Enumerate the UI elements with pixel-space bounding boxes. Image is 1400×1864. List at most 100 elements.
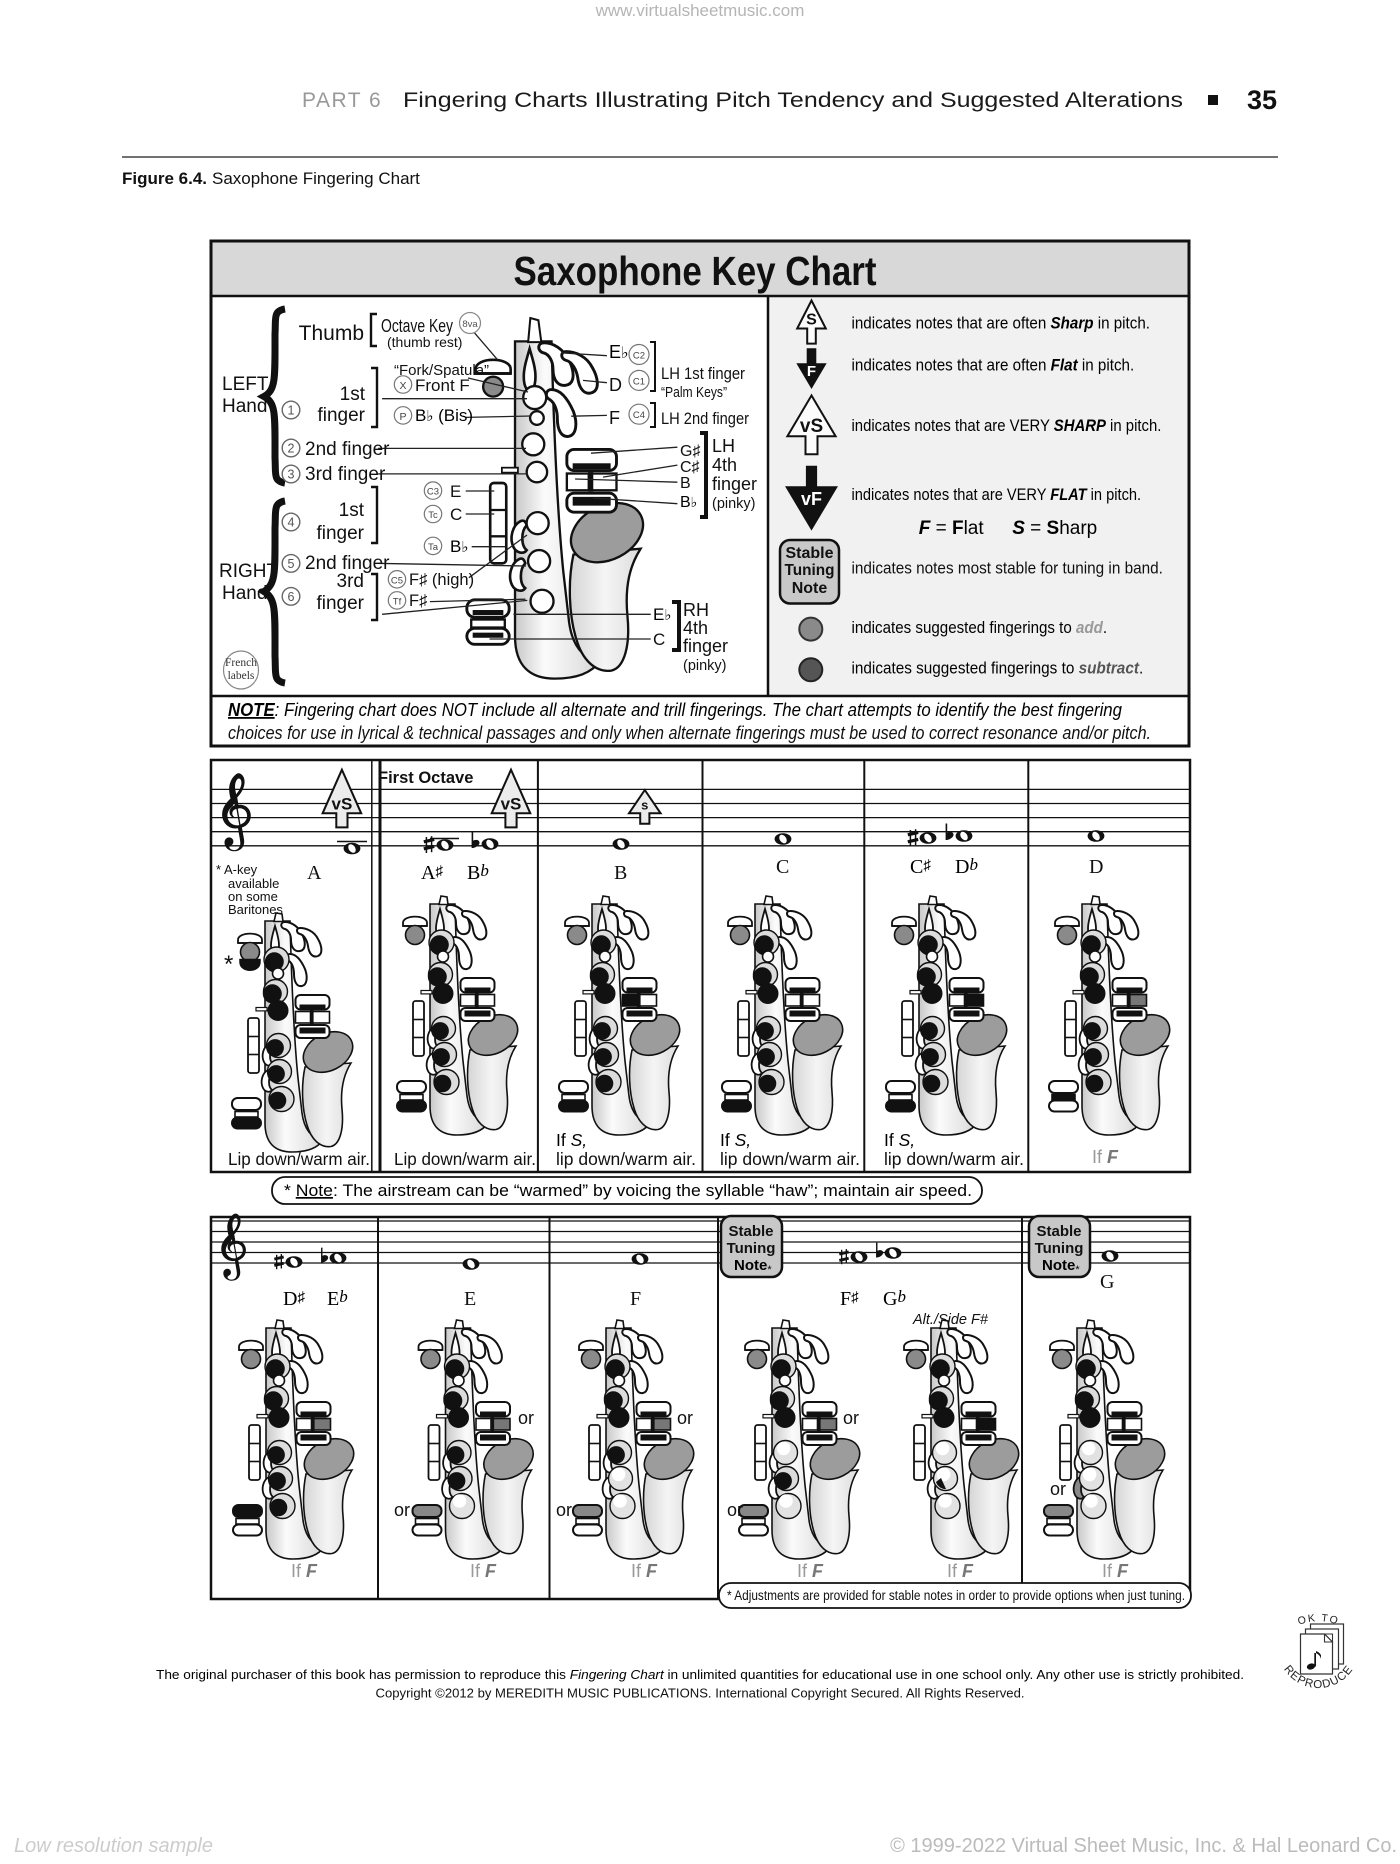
svg-text:Note*: Note* bbox=[1042, 1257, 1080, 1276]
svg-text:Eb: Eb bbox=[327, 1287, 348, 1310]
svg-text:If F: If F bbox=[631, 1561, 658, 1581]
svg-text:indicates notes that are often: indicates notes that are often Flat in p… bbox=[852, 356, 1135, 375]
svg-text:2: 2 bbox=[288, 442, 295, 456]
svg-text:S: S bbox=[806, 312, 817, 329]
svg-text:If S,: If S, bbox=[720, 1130, 751, 1150]
svg-text:indicates notes that are often: indicates notes that are often Sharp in … bbox=[852, 313, 1151, 332]
svg-text:If F: If F bbox=[947, 1561, 974, 1581]
svg-text:indicates notes that are VERY: indicates notes that are VERY SHARP in p… bbox=[852, 416, 1162, 435]
svg-text:If F: If F bbox=[797, 1561, 824, 1581]
svg-text:If F: If F bbox=[291, 1561, 318, 1581]
svg-text:labels: labels bbox=[228, 670, 255, 682]
svg-text:indicates suggested fingerings: indicates suggested fingerings to subtra… bbox=[852, 659, 1144, 678]
svg-text:choices for use in lyrical & t: choices for use in lyrical & technical p… bbox=[228, 723, 1151, 743]
svg-text:6: 6 bbox=[288, 590, 295, 604]
svg-text:lip down/warm air.: lip down/warm air. bbox=[884, 1149, 1024, 1169]
svg-text:Baritones: Baritones bbox=[228, 902, 283, 917]
svg-text:C3: C3 bbox=[427, 487, 439, 498]
svg-text:Alt./Side F#: Alt./Side F# bbox=[912, 1312, 989, 1328]
svg-text:Tuning: Tuning bbox=[727, 1240, 776, 1257]
svg-text:vS: vS bbox=[800, 416, 823, 437]
svg-text:C♯: C♯ bbox=[680, 459, 700, 476]
svg-text:Fingering Charts Illustrating: Fingering Charts Illustrating Pitch Tend… bbox=[403, 89, 1183, 112]
svg-text:finger: finger bbox=[712, 474, 757, 494]
svg-text:indicates suggested fingerings: indicates suggested fingerings to add. bbox=[852, 618, 1108, 637]
svg-text:indicates notes that are VERY: indicates notes that are VERY FLAT in pi… bbox=[852, 485, 1142, 504]
svg-text:2nd finger: 2nd finger bbox=[305, 553, 390, 574]
svg-text:First Octave: First Octave bbox=[378, 769, 473, 787]
svg-text:available: available bbox=[228, 876, 279, 891]
svg-text:Saxophone Fingering Chart: Saxophone Fingering Chart bbox=[212, 169, 420, 188]
svg-text:“Palm Keys”: “Palm Keys” bbox=[661, 385, 727, 401]
svg-text:(pinky): (pinky) bbox=[683, 658, 727, 674]
svg-text:vS: vS bbox=[501, 794, 522, 813]
svg-text:C: C bbox=[653, 630, 665, 649]
svg-text:C4: C4 bbox=[633, 410, 645, 421]
svg-text:Stable: Stable bbox=[1036, 1223, 1081, 1240]
svg-text:Hand: Hand bbox=[222, 583, 267, 604]
svg-text:Tc: Tc bbox=[428, 510, 438, 521]
svg-text:C: C bbox=[776, 856, 789, 878]
svg-text:The original purchaser of this: The original purchaser of this book has … bbox=[156, 1668, 1244, 1682]
svg-text:finger: finger bbox=[683, 636, 728, 656]
svg-text:1st: 1st bbox=[339, 500, 365, 521]
svg-text:P: P bbox=[399, 411, 406, 423]
svg-text:Octave Key: Octave Key bbox=[381, 316, 453, 336]
svg-text:If F: If F bbox=[470, 1561, 497, 1581]
svg-text:D♯: D♯ bbox=[283, 1288, 305, 1310]
svg-text:LH 1st finger: LH 1st finger bbox=[661, 364, 745, 383]
svg-text:D: D bbox=[609, 375, 622, 395]
svg-text:S = Sharp: S = Sharp bbox=[1012, 518, 1097, 539]
svg-text:3: 3 bbox=[288, 468, 295, 482]
svg-text:E♭: E♭ bbox=[609, 342, 629, 362]
svg-text:Tuning: Tuning bbox=[1035, 1240, 1084, 1257]
svg-text:X: X bbox=[399, 380, 406, 392]
svg-text:Stable: Stable bbox=[728, 1223, 773, 1240]
svg-text:LH 2nd finger: LH 2nd finger bbox=[661, 409, 749, 428]
svg-text:C♯: C♯ bbox=[910, 856, 931, 878]
svg-text:4th: 4th bbox=[712, 455, 737, 475]
svg-text:finger: finger bbox=[316, 523, 364, 544]
svg-text:Bb: Bb bbox=[467, 861, 489, 884]
svg-text:Hand: Hand bbox=[222, 396, 267, 417]
svg-text:s: s bbox=[641, 797, 648, 812]
svg-text:(pinky): (pinky) bbox=[712, 496, 756, 512]
svg-text:If S,: If S, bbox=[884, 1130, 915, 1150]
svg-text:D: D bbox=[1089, 856, 1103, 878]
svg-text:Low resolution sample: Low resolution sample bbox=[14, 1835, 213, 1857]
svg-text:Gb: Gb bbox=[883, 1287, 906, 1310]
svg-text:*: * bbox=[224, 951, 233, 978]
svg-text:B♭ (Bis): B♭ (Bis) bbox=[415, 406, 473, 425]
svg-text:4: 4 bbox=[288, 516, 295, 530]
svg-text:Lip down/warm air.: Lip down/warm air. bbox=[228, 1149, 370, 1169]
svg-text:B: B bbox=[614, 862, 627, 884]
svg-text:F: F bbox=[807, 363, 816, 380]
svg-text:www.virtualsheetmusic.com: www.virtualsheetmusic.com bbox=[595, 1, 805, 20]
svg-text:Note*: Note* bbox=[734, 1257, 772, 1276]
svg-text:A: A bbox=[307, 862, 322, 884]
svg-text:or: or bbox=[556, 1500, 572, 1520]
svg-text:lip down/warm air.: lip down/warm air. bbox=[720, 1149, 860, 1169]
svg-text:lip down/warm air.: lip down/warm air. bbox=[556, 1149, 696, 1169]
svg-text:2nd finger: 2nd finger bbox=[305, 439, 390, 460]
svg-text:or: or bbox=[677, 1408, 693, 1428]
svg-text:Figure 6.4.: Figure 6.4. bbox=[122, 169, 207, 188]
svg-text:C: C bbox=[450, 505, 462, 524]
svg-text:* A-key: * A-key bbox=[216, 862, 258, 877]
svg-text:RH: RH bbox=[683, 600, 709, 620]
svg-text:“Fork/Spatula”: “Fork/Spatula” bbox=[394, 362, 489, 379]
svg-text:or: or bbox=[727, 1500, 743, 1520]
svg-text:finger: finger bbox=[317, 405, 365, 426]
svg-text:vS: vS bbox=[332, 794, 353, 813]
svg-text:3rd finger: 3rd finger bbox=[305, 464, 386, 485]
svg-text:G: G bbox=[1100, 1271, 1114, 1293]
svg-text:F = Flat: F = Flat bbox=[919, 518, 985, 539]
svg-text:1: 1 bbox=[288, 404, 295, 418]
svg-text:Lip down/warm air.: Lip down/warm air. bbox=[394, 1149, 536, 1169]
svg-text:French: French bbox=[225, 657, 257, 669]
svg-text:C2: C2 bbox=[633, 351, 645, 362]
svg-text:LH: LH bbox=[712, 436, 735, 456]
svg-text:or: or bbox=[394, 1500, 410, 1520]
svg-text:indicates notes most stable fo: indicates notes most stable for tuning i… bbox=[852, 558, 1163, 577]
svg-text:1st: 1st bbox=[340, 384, 366, 405]
